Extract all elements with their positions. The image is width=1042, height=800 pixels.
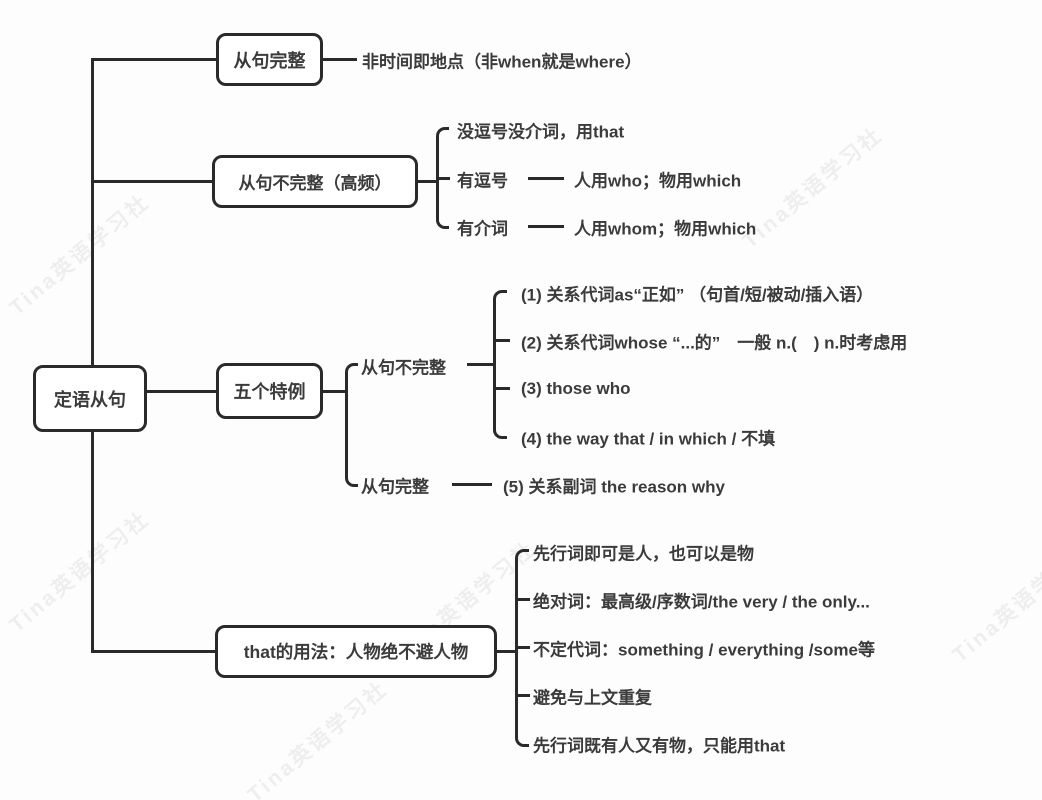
item-exception-1-as: (1) 关系代词as“正如” （句首/短/被动/插入语） — [521, 285, 874, 305]
watermark-text: Tina英语学习社 — [5, 506, 155, 637]
item-exception-5-reason-why: (5) 关系副词 the reason why — [503, 477, 725, 497]
node-five-exceptions-label: 五个特例 — [233, 382, 306, 402]
item-with-comma: 有逗号 — [457, 171, 508, 191]
watermark-text: Tina英语学习社 — [5, 189, 155, 320]
node-clause-complete: 从句完整 — [216, 33, 323, 86]
connector-root-to-five — [147, 390, 216, 393]
connector-line — [497, 650, 515, 653]
connector-to-bottom-branch — [91, 650, 215, 653]
bracket-five-fork — [345, 363, 358, 487]
item-exception-4-the-way: (4) the way that / in which / 不填 — [521, 429, 776, 449]
connector-trunk-upper — [91, 59, 94, 368]
connector-dash — [452, 483, 492, 486]
item-no-comma-no-prep: 没逗号没介词，用that — [457, 122, 625, 142]
bracket-five-incomplete — [493, 290, 507, 439]
item-with-prep-detail: 人用whom；物用which — [574, 219, 757, 239]
item-absolute-words: 绝对词：最高级/序数词/the very / the only... — [533, 592, 870, 612]
node-root: 定语从句 — [33, 365, 147, 432]
node-clause-incomplete-highfreq: 从句不完整（高频） — [212, 155, 418, 208]
connector-dash — [528, 225, 564, 228]
node-that-usage-label: that的用法：人物绝不避人物 — [243, 642, 469, 662]
node-that-usage: that的用法：人物绝不避人物 — [215, 625, 497, 678]
connector-line — [323, 390, 345, 393]
item-antecedent-person-or-thing: 先行词即可是人，也可以是物 — [533, 544, 754, 564]
node-clause-complete-label: 从句完整 — [233, 50, 306, 71]
watermark-text: Tina英语学习社 — [738, 122, 888, 253]
bracket-stub — [493, 339, 510, 342]
connector-to-mid-branch — [91, 180, 212, 183]
connector-line — [418, 180, 436, 183]
label-sub-complete: 从句完整 — [361, 477, 429, 497]
item-avoid-repetition: 避免与上文重复 — [533, 688, 652, 708]
item-indefinite-pronouns: 不定代词：something / everything /some等 — [533, 640, 875, 660]
watermark-text: Tina英语学习社 — [243, 676, 393, 800]
bracket-stub — [515, 694, 530, 697]
connector-to-top-branch — [91, 58, 216, 61]
label-sub-incomplete: 从句不完整 — [361, 358, 446, 378]
bracket-stub — [515, 598, 530, 601]
item-exception-2-whose: (2) 关系代词whose “...的” 一般 n.( ) n.时考虑用 — [521, 333, 908, 353]
item-exception-3-those-who: (3) those who — [521, 379, 631, 398]
connector-line — [323, 58, 357, 61]
connector-trunk-lower — [91, 430, 94, 653]
node-root-label: 定语从句 — [54, 389, 126, 410]
node-five-exceptions: 五个特例 — [216, 363, 323, 419]
connector-dash — [528, 177, 564, 180]
note-non-when-where: 非时间即地点（非when就是where） — [362, 52, 642, 72]
bracket-stub — [436, 177, 450, 180]
item-person-and-thing-only-that: 先行词既有人又有物，只能用that — [533, 736, 786, 756]
connector-line — [467, 363, 493, 366]
item-with-prep: 有介词 — [457, 219, 508, 239]
bracket-stub — [493, 387, 510, 390]
watermark-text: Tina英语学习社 — [948, 536, 1042, 667]
bracket-stub — [515, 646, 530, 649]
item-with-comma-detail: 人用who；物用which — [574, 171, 742, 191]
node-clause-incomplete-highfreq-label: 从句不完整（高频） — [238, 174, 392, 193]
